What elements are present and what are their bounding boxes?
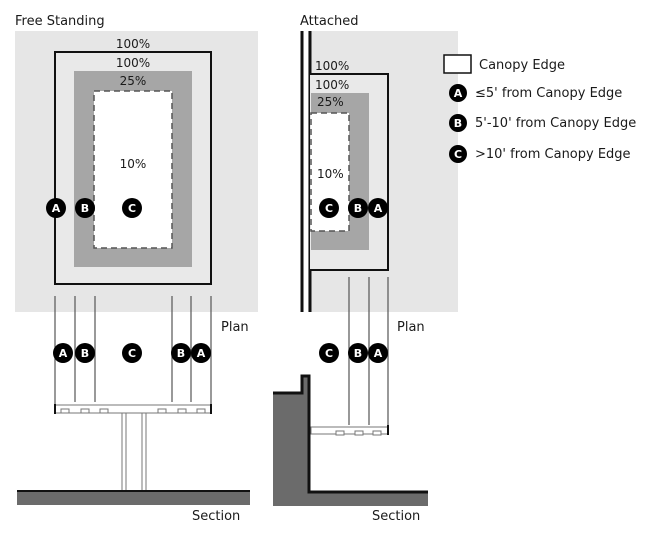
- svg-text:B: B: [354, 202, 362, 215]
- light-fixture: [80, 408, 90, 414]
- badge-a: A: [368, 198, 388, 218]
- zone-c-percent: 10%: [120, 157, 147, 171]
- badge-a: A: [368, 343, 388, 363]
- light-fixtures: [335, 430, 382, 436]
- badge-a: A: [191, 343, 211, 363]
- badge-b: B: [348, 343, 368, 363]
- section-label-left: Section: [192, 509, 240, 524]
- section-label-right: Section: [372, 509, 420, 524]
- light-fixture: [177, 408, 187, 414]
- light-fixture: [99, 408, 109, 414]
- legend: Canopy Edge A ≤5' from Canopy Edge B 5'-…: [443, 54, 636, 163]
- canopy-edge-swatch: [443, 54, 472, 74]
- legend-zone-a: ≤5' from Canopy Edge: [475, 86, 622, 101]
- building-wall-outline: [273, 374, 428, 494]
- light-fixture: [335, 430, 345, 436]
- outer-zone-percent: 100%: [315, 59, 349, 73]
- badge-c: C: [319, 343, 339, 363]
- light-fixtures: [60, 408, 206, 414]
- outer-zone-percent: 100%: [116, 37, 150, 51]
- light-fixture: [372, 430, 382, 436]
- free-standing-section: [17, 404, 250, 505]
- svg-text:A: A: [374, 347, 383, 360]
- svg-text:B: B: [177, 347, 185, 360]
- zone-b-percent: 25%: [317, 95, 344, 109]
- attached-title: Attached: [300, 14, 358, 29]
- legend-badge-a: A: [449, 84, 467, 102]
- svg-text:B: B: [354, 347, 362, 360]
- svg-text:B: B: [81, 347, 89, 360]
- badge-c: C: [122, 198, 142, 218]
- badge-c: C: [319, 198, 339, 218]
- svg-text:A: A: [59, 347, 68, 360]
- badge-a: A: [46, 198, 66, 218]
- legend-badge-b: B: [449, 114, 467, 132]
- badge-b: B: [75, 198, 95, 218]
- zone-a-percent: 100%: [116, 56, 150, 70]
- svg-text:B: B: [81, 202, 89, 215]
- zone-c-percent: 10%: [317, 167, 344, 181]
- svg-text:C: C: [128, 347, 136, 360]
- svg-text:A: A: [374, 202, 383, 215]
- legend-zone-c: >10' from Canopy Edge: [475, 147, 631, 162]
- legend-zone-b: 5'-10' from Canopy Edge: [475, 116, 636, 131]
- svg-text:A: A: [454, 87, 463, 100]
- light-fixture: [157, 408, 167, 414]
- free-standing-title: Free Standing: [15, 14, 105, 29]
- support-column: [121, 413, 147, 491]
- legend-badge-c: C: [449, 145, 467, 163]
- building-wall-section: [273, 375, 428, 506]
- svg-text:C: C: [325, 347, 333, 360]
- svg-text:C: C: [454, 148, 462, 161]
- svg-text:C: C: [128, 202, 136, 215]
- canopy-slab: [54, 404, 212, 414]
- legend-canopy-edge: Canopy Edge: [479, 58, 565, 73]
- badge-b: B: [75, 343, 95, 363]
- badge-c: C: [122, 343, 142, 363]
- badge-b: B: [348, 198, 368, 218]
- svg-text:B: B: [454, 117, 462, 130]
- svg-text:C: C: [325, 202, 333, 215]
- svg-text:A: A: [197, 347, 206, 360]
- svg-text:A: A: [52, 202, 61, 215]
- attached-section: [273, 374, 428, 506]
- zone-b-percent: 25%: [120, 74, 147, 88]
- light-fixture: [60, 408, 70, 414]
- light-fixture: [196, 408, 206, 414]
- ground-slab: [17, 491, 250, 505]
- attached-plan: 100% 100% 25% 10%: [300, 31, 458, 312]
- badge-a: A: [53, 343, 73, 363]
- free-standing-plan: 100% 100% 25% 10%: [15, 31, 258, 312]
- plan-label-right: Plan: [397, 320, 425, 335]
- zone-a-percent: 100%: [315, 78, 349, 92]
- light-fixture: [354, 430, 364, 436]
- zone-c-area: [93, 90, 173, 249]
- plan-label-left: Plan: [221, 320, 249, 335]
- badge-b: B: [171, 343, 191, 363]
